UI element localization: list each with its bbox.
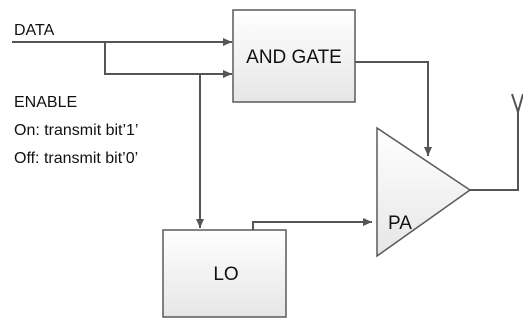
and-to-pa-line xyxy=(330,61,432,156)
data-label: DATA xyxy=(14,22,55,39)
off-transmit-label: Off: transmit bit’0’ xyxy=(14,150,138,167)
pa-output-line xyxy=(470,108,519,191)
pa-label: PA xyxy=(388,213,412,234)
lo-block: LO xyxy=(162,229,287,318)
enable-line xyxy=(104,42,232,78)
pa-amplifier: PA xyxy=(376,126,472,258)
lo-to-pa-line xyxy=(252,218,372,230)
antenna-icon xyxy=(511,93,523,116)
enable-label: ENABLE xyxy=(14,94,77,111)
and-gate-label: AND GATE xyxy=(246,47,342,68)
lo-label: LO xyxy=(213,264,238,285)
on-transmit-label: On: transmit bit’1’ xyxy=(14,122,138,139)
and-gate-block: AND GATE xyxy=(232,9,356,103)
